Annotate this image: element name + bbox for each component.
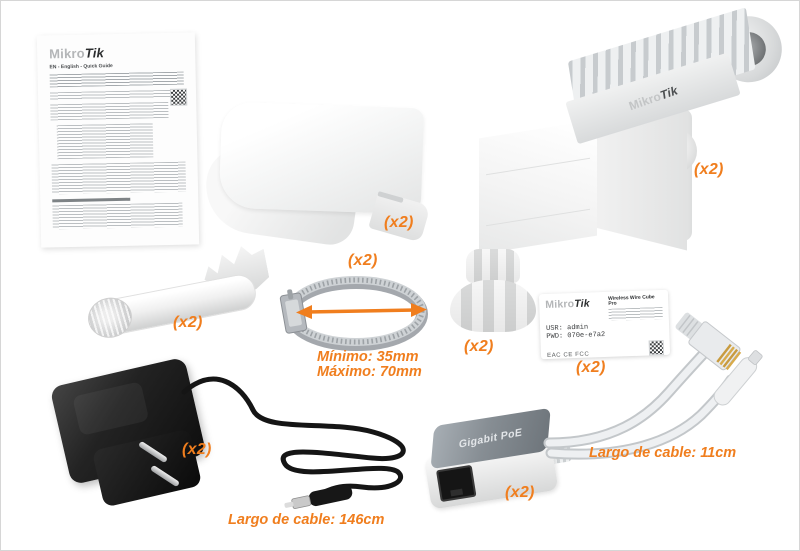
cube-seam [486, 157, 590, 176]
clamp-min-label: Mínimo: 35mm [317, 349, 419, 365]
clamp-max-label: Máximo: 70mm [317, 364, 422, 380]
cone-bell-section [450, 280, 536, 332]
quick-guide-manual: MikroTik EN - English - Quick Guide [36, 32, 200, 248]
pole-mount-adapter [79, 235, 293, 375]
manual-paragraph [52, 202, 183, 230]
qty-label-poe: (x2) [505, 484, 535, 501]
manual-paragraph [50, 101, 169, 121]
sticker-product-name: Wireless Wire Cube Pro [608, 294, 655, 307]
qty-label-sticker: (x2) [576, 359, 606, 376]
qty-label-adapter: (x2) [182, 441, 212, 458]
cable-length-label-poe: Largo de cable: 11cm [589, 445, 737, 461]
poe-rj45-port [435, 464, 477, 503]
manual-list [56, 123, 154, 160]
dc-plug [284, 484, 353, 509]
mikrotik-logo: MikroTik [49, 45, 105, 62]
cube-seam [486, 208, 590, 227]
qty-label-clamp: (x2) [348, 252, 378, 269]
adapter-cable [181, 376, 406, 509]
dc-jack-connector [713, 350, 763, 406]
sticker-qr-code [648, 339, 665, 356]
cone-top-section [466, 249, 520, 283]
rj45-connector [675, 312, 742, 371]
cable-length-label-adapter: Largo de cable: 146cm [228, 512, 385, 528]
manual-subtitle: EN - English - Quick Guide [49, 63, 113, 71]
manual-paragraph [49, 89, 179, 101]
heatsink-assembly: MikroTik [551, 1, 791, 158]
sticker-mikrotik-logo: MikroTik [545, 297, 591, 312]
device-label-sticker: MikroTik Wireless Wire Cube Pro USR: adm… [538, 289, 671, 360]
manual-qr-code [169, 88, 188, 106]
manual-paragraph [49, 71, 184, 88]
adapter-sheen [72, 381, 150, 436]
clamp-diameter-arrow [296, 303, 427, 319]
sticker-certification-marks: EAC CE FCC [546, 351, 590, 360]
cone-mount-knob [445, 249, 539, 339]
hose-clamp [279, 276, 428, 351]
heatsink: MikroTik [561, 7, 791, 145]
qty-label-cone: (x2) [464, 338, 494, 355]
clamp-range-label: Mínimo: 35mm Máximo: 70mm [317, 350, 422, 380]
sticker-spec-lines [608, 306, 663, 321]
manual-paragraph [51, 161, 187, 195]
manual-section-heading [52, 197, 130, 203]
poe-label: Gigabit PoE [458, 426, 523, 451]
qty-label-pole-mount: (x2) [173, 314, 203, 331]
heatsink-mikrotik-logo: MikroTik [626, 83, 680, 114]
poe-injector: Gigabit PoE [419, 405, 573, 528]
qty-label-cube: (x2) [694, 161, 724, 178]
rj45-latch [450, 488, 464, 497]
qty-label-cover: (x2) [384, 214, 414, 231]
